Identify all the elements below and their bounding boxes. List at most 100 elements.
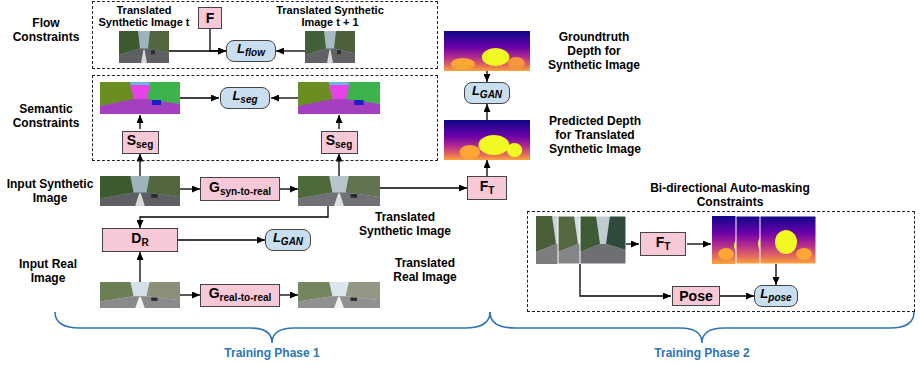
loss-box: LGAN bbox=[265, 229, 311, 251]
connector-arrow bbox=[280, 294, 298, 295]
network-box: FT bbox=[640, 232, 686, 256]
arrow bbox=[338, 115, 339, 129]
depth-image bbox=[444, 31, 530, 71]
connector-arrow bbox=[180, 188, 200, 189]
scene-image bbox=[100, 176, 180, 206]
caption-holder: Predicted Depth for Translated Synthetic… bbox=[542, 114, 648, 156]
arrow bbox=[626, 243, 639, 244]
arrow bbox=[687, 243, 711, 244]
image-caption: Translated Synthetic Image t + 1 bbox=[262, 4, 398, 28]
box-label: Greal-to-real bbox=[209, 286, 272, 305]
depth-image bbox=[444, 120, 530, 160]
caption-holder: Translated Synthetic Image t + 1 bbox=[262, 4, 398, 28]
box-label: F bbox=[206, 11, 215, 25]
network-box: Gsyn-to-real bbox=[200, 177, 280, 201]
caption-holder: Input Real Image bbox=[4, 257, 92, 285]
connector-arrow bbox=[720, 295, 754, 296]
constraint-group: Semantic ConstraintsLsegSsegSseg bbox=[92, 75, 438, 161]
connector-arrow bbox=[178, 239, 265, 240]
box-label: Pose bbox=[679, 289, 712, 303]
loss-box: Lpose bbox=[754, 285, 798, 307]
scene-image bbox=[298, 282, 380, 308]
subscript: pose bbox=[768, 292, 791, 303]
arrow bbox=[271, 97, 298, 98]
connector-arrow bbox=[210, 29, 226, 51]
caption-holder: Groundtruth Depth for Synthetic Image bbox=[542, 30, 646, 72]
caption-holder: Bi-directional Auto-masking Constraints bbox=[650, 181, 810, 209]
image-panel: Input Synthetic Image bbox=[100, 176, 180, 206]
connector-arrow bbox=[280, 188, 298, 189]
video-frame bbox=[580, 216, 626, 264]
box-label: DR bbox=[131, 231, 148, 250]
box-label: Lflow bbox=[237, 42, 265, 60]
subscript: seg bbox=[136, 139, 153, 150]
image-panel: Translated Real Image bbox=[298, 282, 380, 308]
image-panel: Groundtruth Depth for Synthetic Image bbox=[444, 31, 530, 71]
scene-image bbox=[100, 282, 180, 308]
segmentation-map bbox=[100, 82, 180, 114]
network-box: Pose bbox=[672, 286, 720, 306]
group-heading: Bi-directional Auto-masking Constraints bbox=[650, 181, 810, 209]
scene-image bbox=[119, 31, 169, 63]
brace bbox=[55, 312, 490, 343]
box-label: Lseg bbox=[232, 89, 257, 107]
network-box: Sseg bbox=[321, 131, 358, 154]
network-box: DR bbox=[102, 228, 178, 252]
box-label: FT bbox=[656, 235, 671, 254]
image-caption: Groundtruth Depth for Synthetic Image bbox=[542, 30, 646, 72]
image-caption: Translated Real Image bbox=[384, 256, 466, 284]
depth-map bbox=[760, 216, 816, 264]
loss-box: LGAN bbox=[464, 82, 510, 104]
image-panel: Translated Synthetic Image bbox=[298, 176, 380, 206]
image-caption: Translated Synthetic Image bbox=[350, 210, 460, 238]
connector-arrow bbox=[180, 294, 200, 295]
subscript: seg bbox=[240, 94, 257, 105]
image-caption: Input Real Image bbox=[4, 257, 92, 285]
image-panel: Translated Synthetic Image t + 1 bbox=[305, 31, 355, 63]
caption-holder: Translated Synthetic Image t bbox=[94, 4, 194, 28]
arrow bbox=[139, 115, 140, 129]
box-label: Gsyn-to-real bbox=[209, 180, 271, 199]
group-heading: Flow Constraints bbox=[4, 16, 88, 44]
image-caption: Predicted Depth for Translated Synthetic… bbox=[542, 114, 648, 156]
subscript: syn-to-real bbox=[220, 186, 271, 197]
scene-image bbox=[305, 31, 355, 63]
arrow bbox=[775, 264, 776, 285]
subscript: GAN bbox=[480, 89, 502, 100]
phase-label: Training Phase 1 bbox=[200, 346, 344, 360]
connector-arrow bbox=[486, 160, 487, 176]
network-box: Sseg bbox=[122, 131, 159, 154]
group-heading: Semantic Constraints bbox=[4, 102, 88, 130]
connector-arrow bbox=[338, 154, 339, 177]
brace bbox=[490, 312, 914, 343]
connector-arrow bbox=[139, 154, 140, 177]
loss-box: Lseg bbox=[220, 87, 270, 109]
arrow bbox=[580, 264, 671, 296]
image-caption: Input Synthetic Image bbox=[3, 177, 97, 205]
scene-image bbox=[298, 176, 380, 206]
subscript: flow bbox=[245, 47, 265, 58]
connector-arrow bbox=[276, 50, 305, 51]
caption-holder: Flow Constraints bbox=[4, 16, 88, 44]
image-panel: Predicted Depth for Translated Synthetic… bbox=[444, 120, 530, 160]
box-label: FT bbox=[480, 179, 495, 198]
connector-arrow bbox=[380, 187, 467, 188]
subscript: GAN bbox=[281, 236, 303, 247]
subscript: T bbox=[664, 241, 670, 252]
box-label: Lpose bbox=[760, 287, 791, 305]
network-box: F bbox=[198, 7, 222, 29]
network-box: Greal-to-real bbox=[200, 284, 280, 307]
connector-arrow bbox=[486, 104, 487, 120]
box-label: Sseg bbox=[127, 133, 154, 152]
subscript: seg bbox=[335, 139, 352, 150]
loss-box: Lflow bbox=[226, 40, 276, 62]
phase-label: Training Phase 2 bbox=[630, 346, 774, 360]
subscript: real-to-real bbox=[220, 292, 272, 303]
connector-arrow bbox=[140, 206, 328, 228]
connector-arrow bbox=[486, 71, 487, 82]
network-box: FT bbox=[467, 176, 507, 200]
constraint-group: Flow ConstraintsTranslated Synthetic Ima… bbox=[92, 1, 438, 69]
subscript: T bbox=[488, 185, 494, 196]
connector-arrow bbox=[139, 252, 140, 282]
